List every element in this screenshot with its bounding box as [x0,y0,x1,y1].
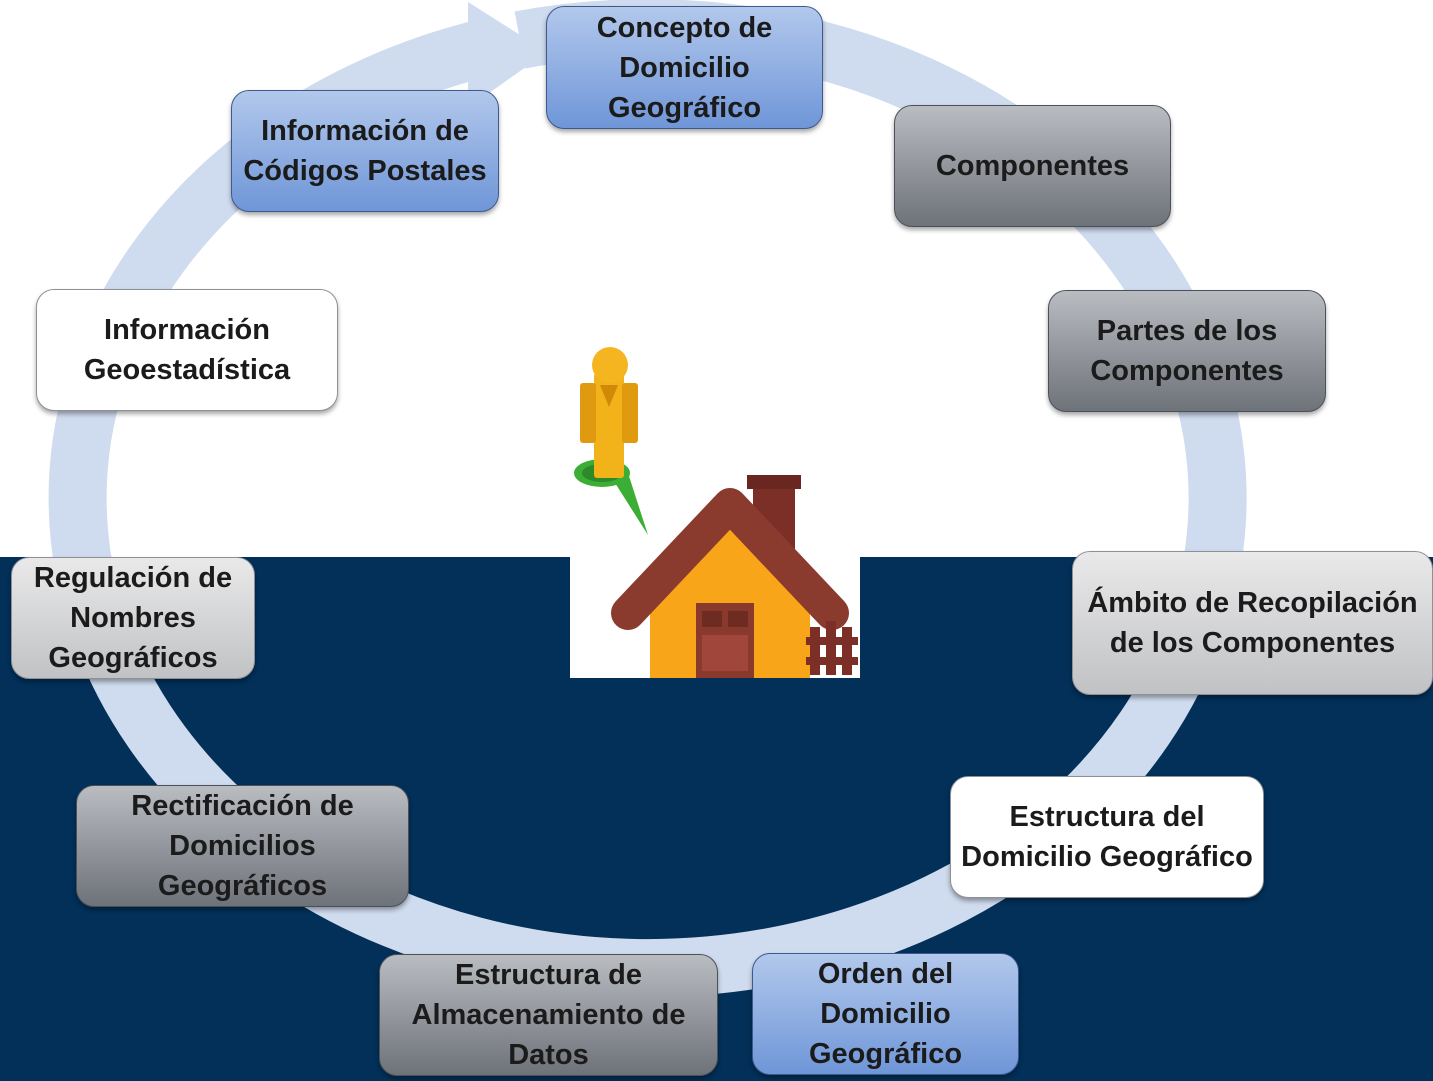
node-label: Componentes [935,150,1130,182]
node-label: Información Geoestadística [83,314,291,386]
node-label: Concepto de Domicilio Geográfico [596,11,773,124]
node-ambito-recopilacion: Ámbito de Recopilación de los Componente… [1072,551,1433,695]
node-label: Regulación de Nombres Geográficos [33,562,233,674]
person-pin-icon [574,347,648,535]
node-label: Estructura de Almacenamiento de Datos [411,959,686,1071]
node-componentes: Componentes [894,105,1171,227]
node-label: Rectificación de Domicilios Geográficos [131,790,354,902]
node-label: Estructura del Domicilio Geográfico [961,801,1253,873]
house-illustration [570,347,860,678]
node-regulacion-nombres: Regulación de Nombres Geográficos [11,557,255,679]
node-estructura-almacenamiento: Estructura de Almacenamiento de Datos [379,954,718,1076]
node-label: Partes de los Componentes [1090,315,1284,387]
node-estructura-domicilio: Estructura del Domicilio Geográfico [950,776,1264,898]
node-rectificacion-domicilios: Rectificación de Domicilios Geográficos [76,785,409,907]
node-informacion-codigos-postales: Información de Códigos Postales [231,90,499,212]
node-informacion-geoestadistica: Información Geoestadística [36,289,338,411]
house-icon [611,475,858,678]
node-concepto-domicilio: Concepto de Domicilio Geográfico [546,6,823,129]
node-label: Información de Códigos Postales [243,115,487,187]
node-label: Orden del Domicilio Geográfico [808,958,963,1070]
node-orden-domicilio: Orden del Domicilio Geográfico [752,953,1019,1075]
node-partes-componentes: Partes de los Componentes [1048,290,1326,412]
node-label: Ámbito de Recopilación de los Componente… [1087,587,1418,659]
